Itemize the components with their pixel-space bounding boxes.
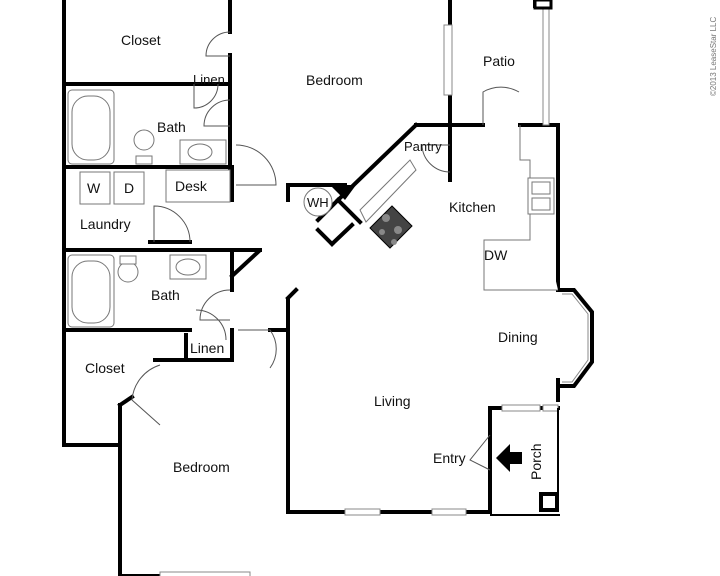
doors [131,31,520,471]
bay-window [556,288,594,388]
label-linen-bottom: Linen [190,340,224,356]
label-living: Living [374,393,411,409]
label-dryer: D [124,180,134,196]
label-pantry: Pantry [404,139,442,154]
copyright-text: ©2013 LeaseStar LLC [709,16,718,96]
label-laundry: Laundry [80,216,131,232]
label-washer: W [87,180,101,196]
wall-corner [330,185,356,200]
label-dishwasher: DW [484,247,508,263]
porch-post [539,492,559,512]
label-water-heater: WH [307,195,329,210]
label-porch: Porch [528,443,544,480]
windows [159,0,559,576]
label-bath-bottom: Bath [151,287,180,303]
fixtures [67,89,558,328]
label-bath-top: Bath [157,119,186,135]
label-kitchen: Kitchen [449,199,496,215]
label-patio: Patio [483,53,515,69]
patio-post [533,0,553,10]
room-labels: Closet Bedroom Patio Linen Bath Pantry W… [80,32,544,480]
label-dining: Dining [498,329,538,345]
label-desk: Desk [175,178,208,194]
entry-arrow-icon [496,444,522,472]
label-bedroom-top: Bedroom [306,72,363,88]
label-closet-bottom: Closet [85,360,125,376]
label-bedroom-bottom: Bedroom [173,459,230,475]
label-closet-top: Closet [121,32,161,48]
label-entry: Entry [433,450,466,466]
label-linen-top: Linen [193,72,225,87]
